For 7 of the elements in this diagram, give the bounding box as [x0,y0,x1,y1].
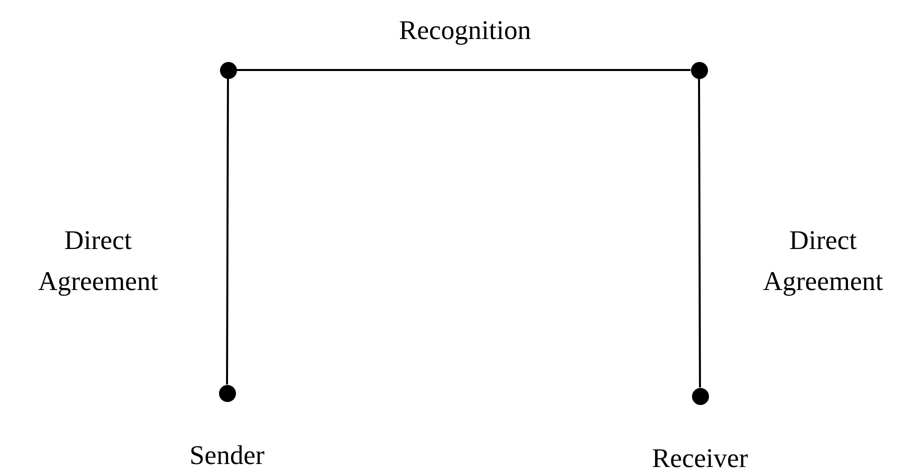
connector-line [236,69,690,71]
connector-line [698,78,701,388]
dot [218,384,236,402]
dot [690,62,708,78]
connector-line [226,78,229,384]
dot [220,62,236,78]
dot [692,388,708,404]
